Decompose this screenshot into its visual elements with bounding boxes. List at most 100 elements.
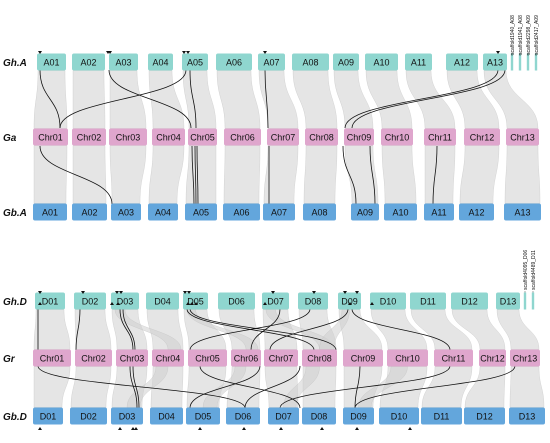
- chromosome-bar[interactable]: D01: [35, 292, 65, 310]
- chromosome-label: Chr04: [156, 354, 181, 364]
- chromosome-bar[interactable]: A10: [384, 203, 417, 221]
- chromosome-bar[interactable]: D04: [146, 292, 179, 310]
- chromosome-bar[interactable]: Chr08: [305, 128, 338, 146]
- chromosome-bar[interactable]: A11: [424, 203, 454, 221]
- chromosome-bar[interactable]: Chr09: [343, 349, 383, 367]
- chromosome-bar[interactable]: A12: [459, 203, 494, 221]
- chromosome-label: Chr12: [470, 133, 495, 143]
- chromosome-label: A04: [155, 208, 171, 218]
- chromosome-bar[interactable]: D02: [74, 292, 106, 310]
- chromosome-bar[interactable]: Chr06: [231, 349, 261, 367]
- chromosome-bar[interactable]: Chr10: [387, 349, 428, 367]
- chromosome-bar[interactable]: D05: [186, 407, 220, 425]
- chromosome-bar[interactable]: Chr12: [464, 128, 500, 146]
- chromosome-bar[interactable]: A13: [483, 53, 507, 71]
- chromosome-bar[interactable]: Chr07: [264, 349, 298, 367]
- chromosome-label: A08: [311, 208, 327, 218]
- chromosome-bar[interactable]: Chr03: [109, 128, 147, 146]
- chromosome-bar[interactable]: Chr06: [224, 128, 261, 146]
- chromosome-bar[interactable]: Chr03: [116, 349, 148, 367]
- chromosome-label: D11: [434, 412, 450, 422]
- chromosome-bar[interactable]: Chr09: [344, 128, 374, 146]
- marker-icon: [263, 51, 267, 54]
- chromosome-bar[interactable]: Chr04: [152, 349, 184, 367]
- chromosome-bar[interactable]: Chr05: [188, 349, 227, 367]
- chromosome-bar[interactable]: D03: [111, 407, 143, 425]
- chromosome-bar[interactable]: A09: [351, 203, 379, 221]
- chromosome-bar[interactable]: D10: [370, 292, 406, 310]
- chromosome-bar[interactable]: D01: [33, 407, 63, 425]
- chromosome-label: Chr02: [81, 354, 106, 364]
- marker-icon: [496, 51, 500, 54]
- chromosome-label: D13: [519, 412, 536, 422]
- chromosome-bar[interactable]: A03: [109, 53, 138, 71]
- chromosome-bar[interactable]: A06: [223, 203, 260, 221]
- chromosome-bar[interactable]: A10: [365, 53, 398, 71]
- chromosome-label: D01: [42, 297, 59, 307]
- chromosome-bar[interactable]: A01: [33, 203, 67, 221]
- chromosome-bar[interactable]: D10: [379, 407, 419, 425]
- chromosome-bar[interactable]: Chr11: [424, 128, 456, 146]
- chromosome-bar[interactable]: D08: [302, 407, 336, 425]
- chromosome-bar[interactable]: Chr08: [302, 349, 337, 367]
- chromosome-bar[interactable]: D09: [343, 407, 374, 425]
- chromosome-label: D01: [40, 412, 57, 422]
- chromosome-bar[interactable]: D13: [496, 292, 520, 310]
- chromosome-label: Chr07: [271, 133, 296, 143]
- chromosome-bar[interactable]: A12: [446, 53, 478, 71]
- chromosome-bar[interactable]: D12: [464, 407, 505, 425]
- chromosome-bar[interactable]: A03: [111, 203, 141, 221]
- chromosome-bar[interactable]: Chr01: [33, 128, 68, 146]
- chromosome-bar[interactable]: Chr05: [188, 128, 217, 146]
- chromosome-bar[interactable]: D06: [218, 292, 255, 310]
- scaffold-label: scaffold1940_A08: [510, 15, 516, 55]
- chromosome-bar[interactable]: D12: [451, 292, 488, 310]
- chromosome-label: A06: [233, 208, 249, 218]
- chromosome-label: A03: [118, 208, 134, 218]
- chromosome-bar[interactable]: D07: [268, 407, 299, 425]
- chromosome-label: A05: [193, 208, 209, 218]
- chromosome-bar[interactable]: A08: [303, 203, 336, 221]
- chromosome-bar[interactable]: Chr13: [506, 128, 539, 146]
- chromosome-bar[interactable]: Chr12: [479, 349, 506, 367]
- chromosome-bar[interactable]: D11: [410, 292, 446, 310]
- chromosome-bar[interactable]: D05: [183, 292, 208, 310]
- chromosome-bar[interactable]: Chr11: [434, 349, 473, 367]
- chromosome-bar[interactable]: D08: [298, 292, 328, 310]
- scaffold-label: scaffold2417_A09: [534, 15, 540, 55]
- chromosome-bar[interactable]: A08: [292, 53, 329, 71]
- chromosome-bar[interactable]: A07: [258, 53, 285, 71]
- chromosome-bar[interactable]: A01: [37, 53, 66, 71]
- chromosome-bar[interactable]: Chr04: [152, 128, 185, 146]
- chromosome-bar[interactable]: A04: [148, 53, 173, 71]
- chromosome-bar[interactable]: Chr02: [72, 128, 106, 146]
- chromosome-bar[interactable]: A05: [185, 203, 217, 221]
- chromosome-bar[interactable]: D07: [262, 292, 289, 310]
- chromosome-bar[interactable]: A11: [405, 53, 432, 71]
- chromosome-bar[interactable]: D03: [111, 292, 139, 310]
- chromosome-bar[interactable]: Chr13: [510, 349, 540, 367]
- chromosome-bar[interactable]: Chr10: [381, 128, 413, 146]
- chromosome-bar[interactable]: Chr07: [267, 128, 299, 146]
- chromosome-bar[interactable]: D06: [226, 407, 260, 425]
- marker-icon: [320, 427, 324, 430]
- chromosome-bar[interactable]: Chr02: [75, 349, 112, 367]
- marker-icon: [38, 291, 42, 294]
- chromosome-bar[interactable]: D04: [150, 407, 183, 425]
- chromosome-bar[interactable]: D09: [338, 292, 361, 310]
- chromosome-bar[interactable]: Chr01: [33, 349, 71, 367]
- chromosome-bar[interactable]: A05: [182, 53, 208, 71]
- chromosome-bar[interactable]: D13: [509, 407, 545, 425]
- chromosome-bar[interactable]: A13: [504, 203, 541, 221]
- chromosome-bar[interactable]: A07: [263, 203, 295, 221]
- chromosome-bar[interactable]: D02: [70, 407, 107, 425]
- chromosome-bar[interactable]: D11: [421, 407, 462, 425]
- chromosome-bar[interactable]: A09: [333, 53, 359, 71]
- marker-icon: [131, 427, 135, 430]
- chromosome-bar[interactable]: A02: [72, 203, 107, 221]
- chromosome-bar[interactable]: A04: [148, 203, 178, 221]
- chromosome-bar[interactable]: A02: [72, 53, 105, 71]
- chromosome-bar[interactable]: A06: [216, 53, 252, 71]
